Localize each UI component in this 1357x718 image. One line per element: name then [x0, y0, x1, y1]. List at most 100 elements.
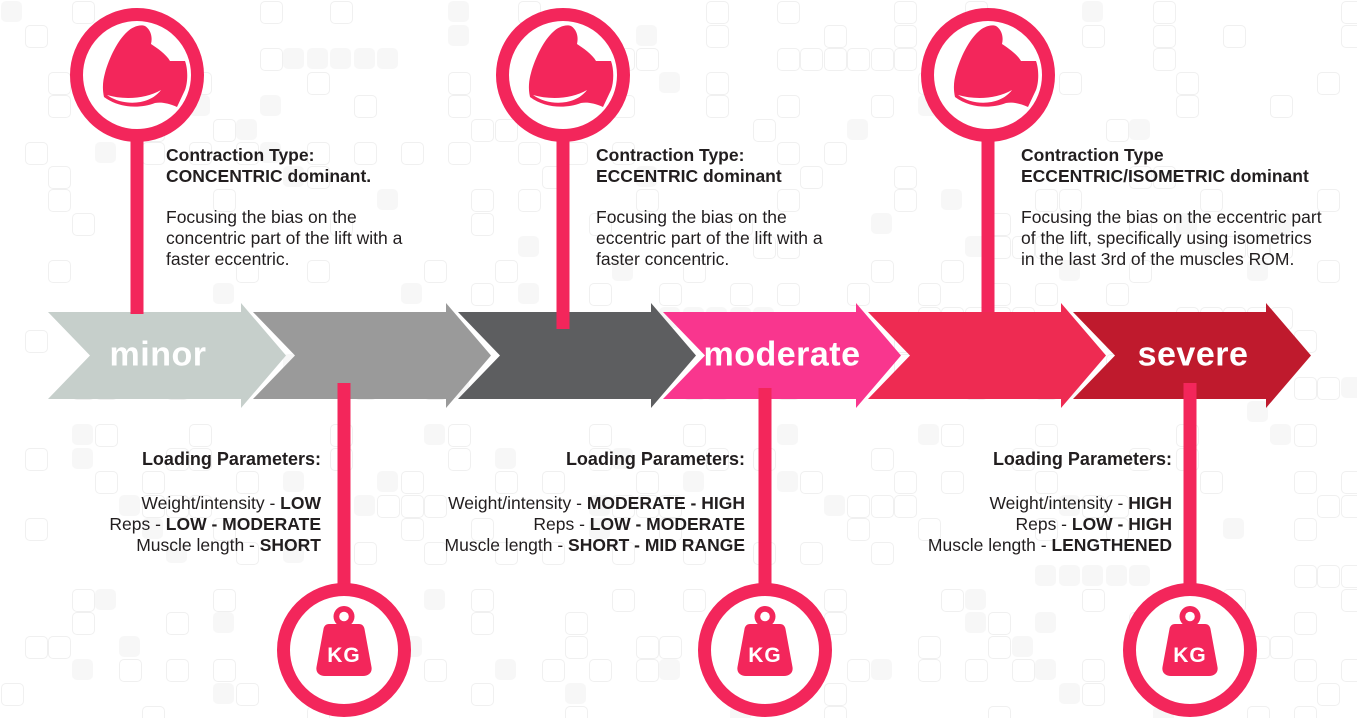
bg-pattern-square	[518, 283, 539, 304]
bg-pattern-square	[1058, 259, 1080, 281]
bg-pattern-square	[870, 48, 894, 71]
loading-heading: Loading Parameters:	[565, 449, 745, 469]
bg-pattern-square	[776, 142, 800, 165]
contraction-title: Contraction Type:	[596, 145, 745, 165]
bg-pattern-square	[471, 283, 494, 306]
bg-pattern-square	[1176, 71, 1199, 95]
bg-pattern-square	[353, 95, 377, 118]
bg-pattern-square	[1129, 165, 1152, 189]
bg-pattern-square	[541, 659, 565, 682]
kg-weight-icon: KG	[1162, 606, 1218, 676]
bg-pattern-square	[1293, 706, 1317, 718]
bg-pattern-square	[753, 118, 776, 142]
bg-pattern-square	[776, 48, 800, 71]
bg-pattern-square	[400, 471, 424, 494]
bg-pattern-square	[988, 706, 1011, 718]
stem-muscle-1	[130, 130, 144, 314]
bg-pattern-square	[1035, 659, 1056, 680]
bg-pattern-square	[212, 682, 234, 704]
loading-line-value: HIGH	[1128, 493, 1172, 513]
bg-pattern-square	[870, 259, 894, 283]
bg-pattern-square	[471, 612, 494, 635]
bg-pattern-square	[1105, 565, 1127, 586]
bg-pattern-square	[1176, 95, 1199, 118]
bg-pattern-square	[635, 189, 659, 212]
bg-pattern-square	[471, 212, 494, 236]
kg-label: KG	[327, 644, 361, 667]
bg-pattern-square	[1035, 471, 1058, 494]
bg-pattern-square	[1293, 565, 1317, 588]
bg-pattern-square	[565, 706, 588, 718]
bg-pattern-square	[706, 447, 729, 471]
bg-pattern-square	[1035, 565, 1056, 586]
bg-pattern-square	[565, 635, 588, 659]
bg-pattern-square	[494, 541, 518, 565]
bg-pattern-square	[471, 118, 494, 142]
loading-heading: Loading Parameters:	[141, 449, 321, 469]
bg-pattern-square	[189, 447, 212, 471]
bg-pattern-square	[682, 471, 704, 492]
bg-pattern-square	[471, 189, 494, 212]
bg-pattern-square	[353, 48, 375, 69]
bg-pattern-square	[306, 142, 330, 165]
loading-block-1: Loading Parameters: Weight/intensity - L…	[109, 449, 321, 556]
bg-pattern-square	[612, 494, 635, 518]
bg-pattern-square	[1340, 565, 1357, 588]
muscle-badge-3	[921, 8, 1055, 142]
bg-pattern-square	[118, 659, 142, 682]
bg-pattern-square	[823, 682, 847, 706]
bg-pattern-square	[494, 118, 518, 142]
bg-pattern-square	[1317, 71, 1340, 95]
bg-pattern-square	[1152, 1, 1176, 24]
bg-pattern-square	[1293, 612, 1317, 635]
bg-pattern-square	[1035, 612, 1056, 633]
bg-pattern-square	[189, 494, 212, 518]
bg-pattern-square	[494, 471, 518, 494]
bg-pattern-square	[870, 212, 892, 234]
severity-arrow-moderate	[663, 303, 901, 408]
bg-pattern-square	[1082, 659, 1105, 682]
bg-pattern-square	[941, 424, 964, 447]
bg-pattern-square	[71, 612, 95, 635]
bg-pattern-square	[612, 259, 633, 281]
stem-muscle-2	[556, 130, 570, 329]
bg-pattern-square	[236, 541, 259, 565]
muscle-badge-1	[70, 8, 204, 142]
bg-pattern-square	[635, 494, 659, 518]
contraction-body-line: Focusing the bias on the	[596, 207, 787, 227]
bg-pattern-square	[353, 494, 375, 516]
bg-pattern-square	[400, 283, 422, 304]
bg-pattern-square	[1082, 682, 1105, 706]
bg-pattern-square	[706, 24, 729, 48]
bg-pattern-square	[847, 494, 870, 518]
loading-line-pre: Muscle length -	[136, 535, 260, 555]
bg-pattern-square	[447, 71, 471, 95]
bg-pattern-square	[753, 236, 776, 259]
bg-pattern-square	[400, 142, 424, 165]
bg-pattern-square	[212, 518, 236, 541]
severity-label-severe: severe	[1137, 335, 1249, 374]
bg-pattern-square	[471, 682, 494, 706]
bg-pattern-square	[95, 142, 116, 163]
bg-pattern-square	[447, 424, 471, 447]
bg-pattern-square	[800, 471, 823, 494]
contraction-title: ECCENTRIC dominant	[596, 166, 782, 186]
bg-pattern-square	[24, 142, 48, 165]
bg-pattern-square	[330, 212, 353, 236]
bg-pattern-square	[142, 471, 165, 494]
kg-label: KG	[1173, 644, 1207, 667]
bg-pattern-square	[518, 189, 541, 212]
bg-pattern-square	[1293, 659, 1317, 682]
bg-pattern-square	[1058, 494, 1080, 516]
bg-pattern-square	[800, 48, 823, 71]
bg-pattern-square	[941, 588, 964, 612]
bg-pattern-square	[894, 471, 917, 494]
bg-pattern-square	[612, 142, 635, 165]
bg-pattern-square	[659, 659, 680, 680]
bg-pattern-square	[659, 518, 682, 541]
connector-stems	[130, 130, 1197, 590]
bg-pattern-square	[283, 48, 304, 69]
bg-pattern-square	[847, 518, 870, 541]
muscle-icon	[102, 25, 188, 108]
